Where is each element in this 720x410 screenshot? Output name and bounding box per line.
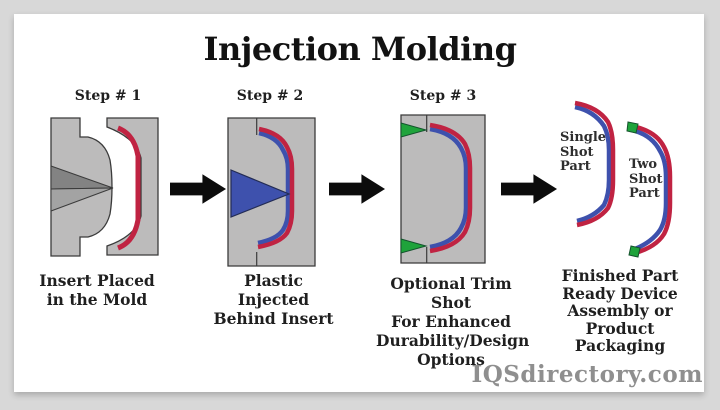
part-label-line: Two — [629, 157, 658, 172]
step-1-caption: Insert Placed in the Mold — [22, 271, 172, 309]
step-3-label: Step # 3 — [409, 88, 477, 104]
caption-line: Insert Placed — [39, 271, 155, 290]
single-shot-part-blue — [574, 104, 612, 224]
red-insert-film — [429, 122, 473, 254]
step-1-label: Step # 1 — [74, 88, 142, 104]
caption-line: Plastic — [244, 271, 303, 290]
mold-right-half — [106, 117, 159, 256]
part-label-line: Part — [629, 186, 660, 201]
two-shot-part-label: Two Shot Part — [629, 157, 671, 202]
caption-line: Product — [585, 318, 655, 338]
plastic-injection-cone — [230, 169, 291, 218]
arrow-right-icon — [170, 174, 227, 204]
trim-shot-cone-top — [400, 122, 428, 138]
step-1-mold-illustration — [50, 117, 159, 257]
two-shot-part-red — [631, 123, 673, 256]
trim-shot-cone-bottom — [400, 238, 428, 254]
part-label-line: Shot — [560, 144, 594, 160]
caption-line: Assembly or — [567, 301, 673, 320]
part-label-line: Shot — [629, 171, 663, 187]
part-label-line: Single — [560, 130, 607, 145]
caption-line: Packaging — [574, 336, 666, 355]
step-2-mold-illustration — [227, 117, 316, 267]
caption-line: Durability/Design — [376, 331, 530, 350]
plastic-layer-blue — [429, 126, 469, 250]
caption-line: Ready Device — [562, 283, 678, 303]
caption-line: Options — [417, 350, 485, 369]
step-2-label: Step # 2 — [236, 88, 304, 104]
single-shot-part-label: Single Shot Part — [560, 130, 608, 175]
caption-line: Finished Part — [561, 266, 679, 285]
caption-line: Behind Insert — [213, 309, 334, 328]
red-insert-film — [116, 125, 141, 251]
part-label-line: Part — [560, 159, 591, 174]
step-3-mold-illustration — [400, 114, 486, 264]
step-2-caption: Plastic Injected Behind Insert — [201, 271, 346, 328]
injection-cone-lower — [50, 187, 114, 212]
mold-closed — [400, 114, 486, 264]
red-insert-film — [257, 126, 295, 250]
step-3-caption: Optional Trim Shot For Enhanced Durabili… — [376, 274, 530, 369]
caption-line: Injected — [237, 290, 310, 309]
trim-cap-top — [626, 121, 639, 134]
two-shot-part-blue — [631, 127, 669, 252]
result-caption: Finished Part Ready Device Assembly or P… — [545, 267, 695, 355]
arrow-right-icon — [501, 174, 558, 204]
trim-cap-bottom — [628, 245, 641, 258]
diagram-card — [14, 14, 704, 392]
caption-line: in the Mold — [46, 290, 148, 309]
finished-parts-illustration — [574, 100, 673, 258]
plastic-layer-blue — [257, 130, 291, 246]
watermark: IQSdirectory.com — [471, 361, 703, 388]
arrow-right-icon — [329, 174, 386, 204]
caption-line: Optional Trim Shot — [390, 274, 512, 312]
caption-line: For Enhanced — [391, 312, 511, 331]
single-shot-part-red — [574, 100, 616, 228]
page-title: Injection Molding — [203, 30, 517, 68]
